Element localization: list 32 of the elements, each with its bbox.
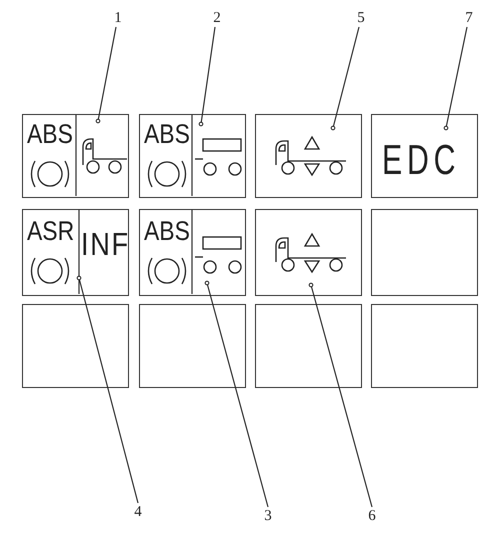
- callout-number: 5: [353, 10, 369, 26]
- leader-line: [198, 26, 216, 126]
- switch-panel: [22, 304, 129, 388]
- switch-panel: [371, 114, 478, 198]
- panel-label: ABS: [27, 121, 73, 148]
- switch-panel: [255, 114, 362, 198]
- callout-number: 2: [209, 10, 225, 26]
- switch-panel: [371, 304, 478, 388]
- panel-label: ABS: [144, 121, 190, 148]
- leader-line: [444, 26, 468, 130]
- callout-number: 7: [461, 10, 477, 26]
- leader-line: [330, 26, 360, 130]
- panel-label: ASR: [27, 218, 74, 245]
- callout-number: 1: [110, 10, 126, 26]
- leader-line: [308, 282, 373, 508]
- switch-panel: [255, 304, 362, 388]
- switch-panel: [139, 304, 246, 388]
- panel-label: EDC: [382, 139, 460, 181]
- callout-number: 3: [260, 508, 276, 524]
- switch-panel: [139, 114, 246, 198]
- switch-panel: [22, 209, 129, 296]
- switch-panel: [22, 114, 129, 198]
- callout-number: 4: [130, 504, 146, 520]
- leader-line: [96, 26, 117, 124]
- switch-panel: [255, 209, 362, 296]
- panel-label: INF: [81, 228, 130, 260]
- callout-number: 6: [364, 508, 380, 524]
- switch-panel: [371, 209, 478, 296]
- leader-line: [76, 276, 139, 504]
- leader-line: [204, 280, 269, 508]
- switch-panel: [139, 209, 246, 296]
- panel-label: ABS: [144, 218, 190, 245]
